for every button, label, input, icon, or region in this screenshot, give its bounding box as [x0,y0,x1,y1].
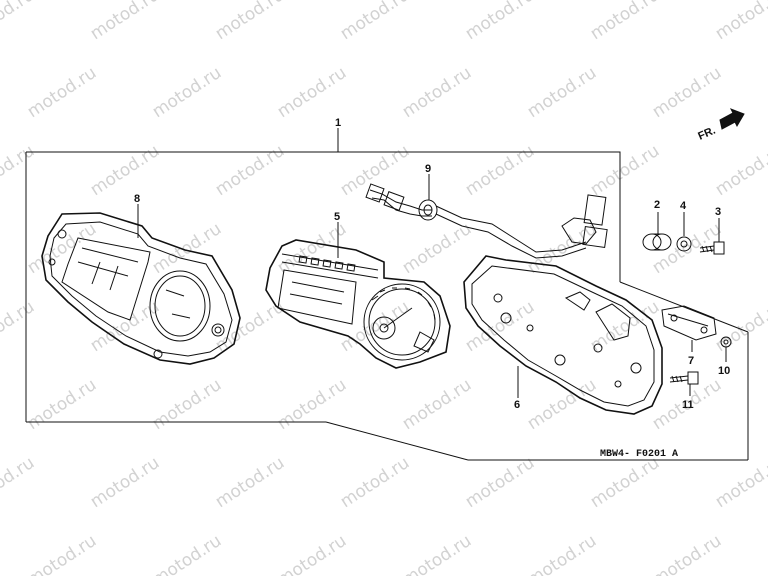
diagram-code: MBW4- F0201 A [600,449,678,460]
meter-cover-part-8 [41,204,241,365]
watermark-text: motod.ru [712,297,768,356]
watermark-text: motod.ru [87,0,163,44]
watermark-text: motod.ru [587,141,663,200]
watermark-text: motod.ru [24,375,100,434]
callout-1: 1 [335,117,341,129]
watermark-text: motod.ru [337,453,413,512]
watermark-text: motod.ru [274,63,350,122]
callout-3: 3 [715,206,721,218]
watermark-text: motod.ru [274,219,350,278]
watermark-text: motod.ru [712,453,768,512]
front-label: FR. [696,125,717,143]
watermark-text: motod.ru [87,141,163,200]
watermark-text: motod.ru [0,297,38,356]
watermark-text: motod.ru [24,531,100,576]
small-parts-2-4-3 [642,212,725,255]
callout-9: 9 [425,163,431,175]
callout-11: 11 [682,399,694,411]
watermark-text: motod.ru [524,531,600,576]
watermark-text: motod.ru [649,63,725,122]
watermark-text: motod.ru [149,219,225,278]
watermark-text: motod.ru [0,141,38,200]
callout-labels: 1 2 3 4 5 6 7 8 9 10 11 [134,117,730,411]
watermark-text: motod.ru [149,375,225,434]
watermark-text: motod.ru [212,453,288,512]
watermark-text: motod.ru [462,0,538,44]
watermark-text: motod.ru [587,453,663,512]
watermark-text: motod.ru [587,0,663,44]
callout-4: 4 [680,200,687,212]
watermark-text: motod.ru [212,0,288,44]
watermark-text: motod.ru [712,141,768,200]
watermark-text: motod.ru [524,375,600,434]
watermark-text: motod.ru [524,63,600,122]
front-direction-indicator: FR. [696,108,745,143]
watermark-text: motod.ru [462,141,538,200]
watermark-text: motod.ru [274,531,350,576]
watermark-text: motod.ru [462,453,538,512]
watermark-text: motod.ru [149,531,225,576]
watermark-text: motod.ru [337,0,413,44]
assembly-frame [25,128,749,461]
watermark-text: motod.ru [337,297,413,356]
watermark-text: motod.ru [0,0,38,44]
watermark-text: motod.ru [712,0,768,44]
callout-10: 10 [718,365,730,377]
watermark-text: motod.ru [24,63,100,122]
watermark-text: motod.ru [149,63,225,122]
callout-8: 8 [134,193,140,205]
watermark-text: motod.ru [399,63,475,122]
callout-5: 5 [334,211,340,223]
watermark-text: motod.ru [212,141,288,200]
watermark-text: motod.ru [399,375,475,434]
callout-6: 6 [514,399,520,411]
watermark-text: motod.ru [399,219,475,278]
meter-case-part-6 [463,255,663,415]
watermark-text: motod.ru [649,531,725,576]
watermark-text: motod.ru [587,297,663,356]
meter-unit-part-5 [265,222,451,369]
watermark-text: motod.ru [87,453,163,512]
watermark-text: motod.ru [0,453,38,512]
callout-2: 2 [654,199,660,211]
watermark-text: motod.ru [24,219,100,278]
bracket-parts-7-10-11 [661,305,732,396]
wire-harness-part-9 [365,174,608,259]
watermark-text: motod.ru [399,531,475,576]
callout-7: 7 [688,355,694,367]
